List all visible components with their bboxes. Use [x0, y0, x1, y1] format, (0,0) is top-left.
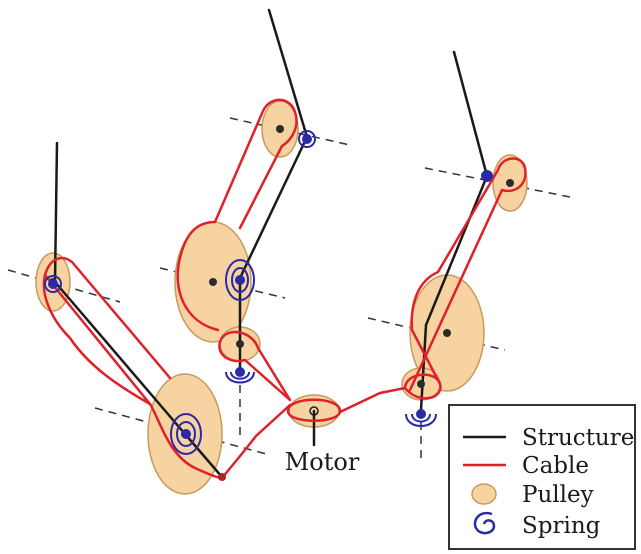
structure-links	[53, 8, 489, 479]
cable-mid-loop	[176, 98, 298, 332]
spring-left-big-icon	[170, 413, 202, 455]
legend-label-pulley: Pulley	[522, 482, 594, 508]
joint-mid-small	[236, 340, 244, 348]
joint-right-top	[506, 179, 514, 187]
legend: Structure Cable Pulley Spring	[448, 404, 636, 550]
structure-left-down	[183, 432, 224, 479]
structure-mid-link	[238, 135, 309, 280]
pulley-swatch	[471, 483, 497, 505]
legend-label-spring: Spring	[522, 513, 601, 539]
legend-box	[448, 404, 636, 550]
structure-left-link	[53, 280, 187, 436]
structure-right-down	[419, 323, 428, 412]
cable-left-loop	[42, 256, 292, 480]
joint-mid-top	[276, 125, 284, 133]
cable-left-big-wrap	[148, 402, 224, 480]
structure-mid-top	[267, 8, 309, 139]
cable	[42, 98, 527, 480]
legend-label-cable: Cable	[522, 453, 589, 479]
spring-mid-top-icon	[298, 130, 316, 148]
legend-label-structure: Structure	[522, 425, 634, 451]
motor-label: Motor	[285, 448, 360, 476]
spring-mid-bottom-icon	[225, 367, 255, 384]
structure-right-link	[424, 174, 489, 327]
structure-right-top	[452, 50, 489, 178]
spring-right-top-icon	[481, 170, 493, 182]
joint-left-bottom	[218, 473, 226, 481]
spring-right-bottom-icon	[405, 409, 437, 427]
spring-mid-big-icon	[225, 259, 255, 301]
joint-right-small	[417, 380, 425, 388]
spring-swatch	[473, 511, 496, 535]
joint-mid-big	[209, 278, 217, 286]
joint-right-big	[443, 329, 451, 337]
joint-motor	[309, 406, 319, 416]
spring-left-top-icon	[44, 275, 62, 293]
cable-right-loop	[338, 157, 527, 414]
cable-to-mid	[218, 330, 292, 402]
springs	[44, 130, 493, 455]
